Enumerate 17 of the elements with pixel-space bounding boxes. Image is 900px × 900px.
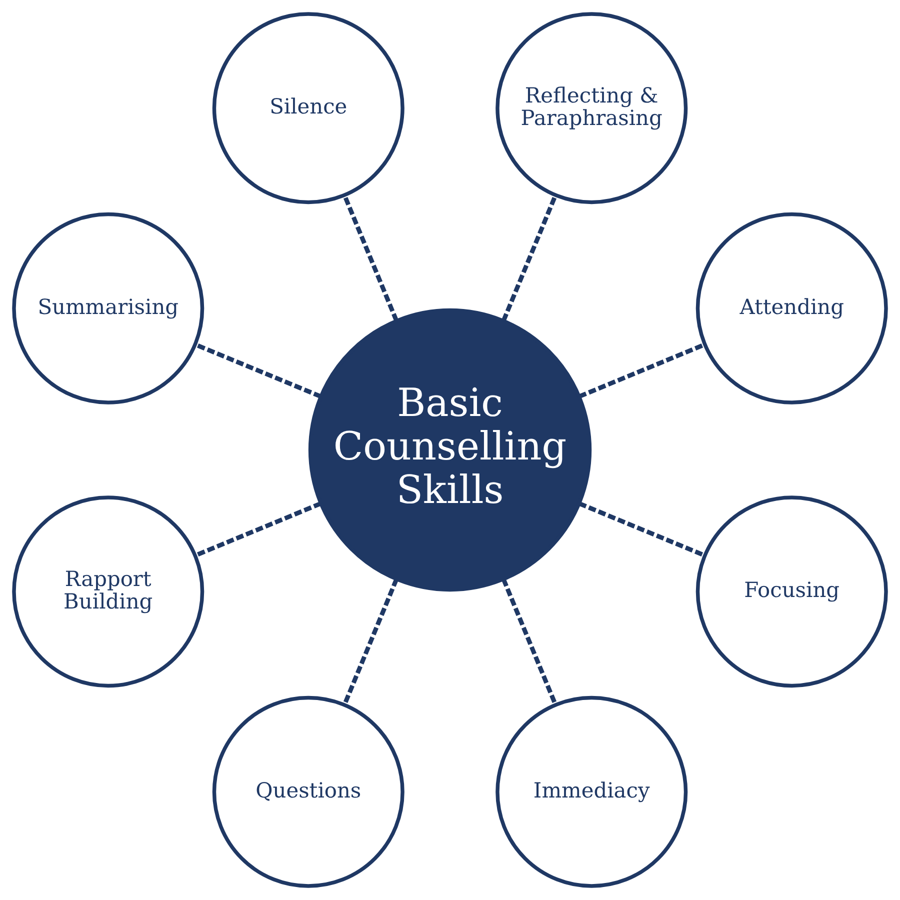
node-circle: Focusing [696, 496, 888, 688]
node-circle: Silence [212, 12, 404, 204]
node-circle: Attending [696, 212, 888, 404]
node-circle: Basic Counselling Skills [308, 308, 592, 592]
node-circle: Summarising [12, 212, 204, 404]
node-circle: Questions [212, 696, 404, 888]
connector [194, 342, 322, 399]
connector [501, 194, 558, 322]
node-circle: Reflecting & Paraphrasing [496, 12, 688, 204]
connector [578, 501, 706, 558]
node-circle: Rapport Building [12, 496, 204, 688]
connector [342, 578, 399, 706]
connector [578, 342, 706, 399]
connector [501, 578, 558, 706]
node-circle: Immediacy [496, 696, 688, 888]
connector [194, 501, 322, 558]
connector [342, 194, 399, 322]
